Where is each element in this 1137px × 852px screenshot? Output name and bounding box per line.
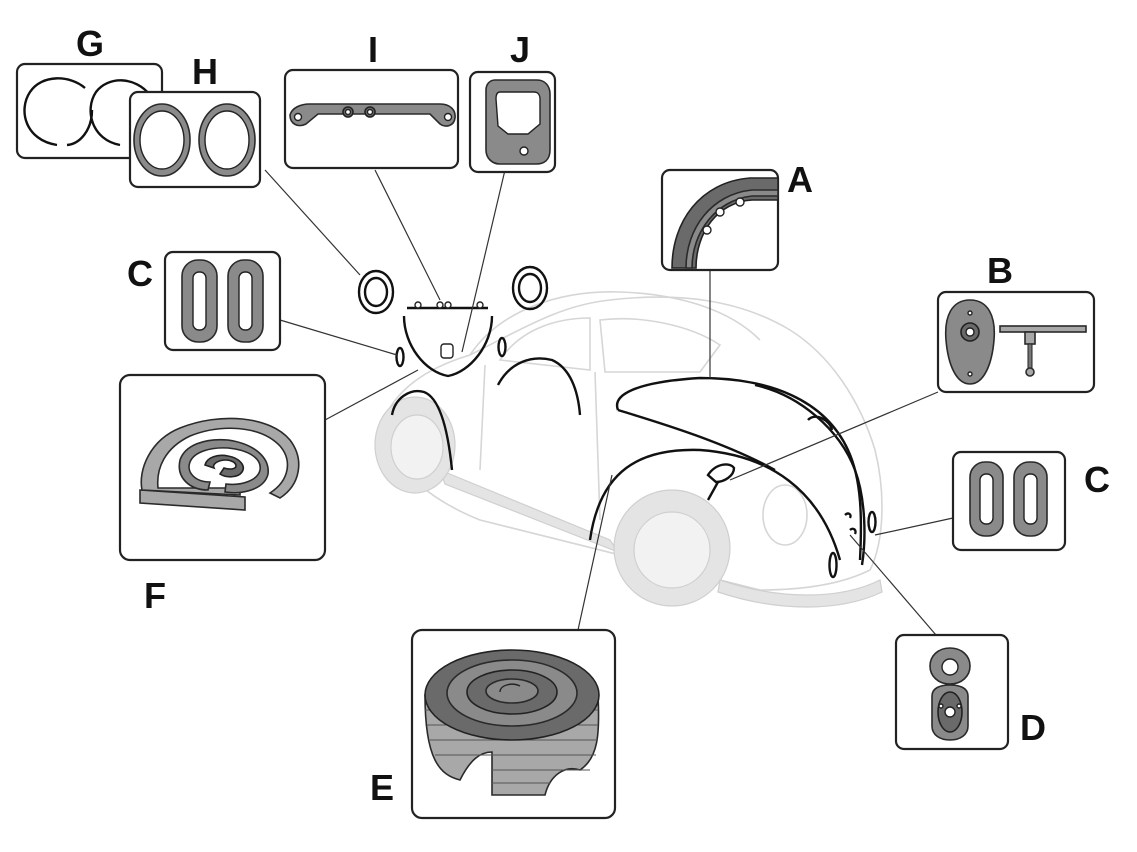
rear-fender-beading [390, 389, 454, 471]
leader-B [729, 391, 939, 481]
split-ring-G-left [23, 77, 86, 147]
license-strip-gasket [289, 103, 456, 127]
hood-seal [615, 376, 863, 561]
hood-handle-gasket [944, 299, 996, 385]
rear-bumper-bracket-seal-2 [497, 336, 507, 358]
label-I: I [368, 29, 378, 70]
leader-I [374, 169, 441, 301]
rear-fender-beading-2 [496, 357, 582, 416]
callout-E: E [370, 628, 617, 820]
leader-F [324, 369, 419, 421]
split-ring-G-right [89, 79, 151, 147]
label-B: B [987, 250, 1013, 291]
label-C-left: C [127, 253, 153, 294]
label-H: H [192, 51, 218, 92]
installed-seals [357, 265, 877, 579]
hood-seal-section [671, 177, 779, 269]
leader-lines [264, 169, 954, 636]
front-bumper-bracket-seal [867, 510, 877, 534]
callout-C-right: C [951, 450, 1110, 552]
rear-bumper-bracket-seal [395, 346, 405, 368]
leader-H [264, 169, 361, 276]
callout-F: F [118, 373, 327, 616]
leader-D [849, 534, 937, 636]
leader-J [461, 169, 506, 353]
coiled-beading-F [139, 417, 300, 511]
hood-seal-edge [754, 383, 866, 566]
callout-B: B [936, 250, 1096, 394]
rear-lens-seal-left [357, 269, 395, 315]
callout-J: J [468, 29, 557, 174]
car-front-bumper [717, 579, 883, 608]
hood-edge-curve [617, 408, 776, 472]
hood-handle-part [999, 325, 1087, 377]
rear-lens-seal-right [511, 265, 549, 311]
horn-grille-seal [828, 551, 838, 579]
car-outline [374, 291, 883, 608]
callout-I: I [283, 29, 460, 170]
coiled-beading-E [424, 649, 600, 796]
rear-apron-outline [402, 315, 494, 378]
car-roof-line [469, 291, 761, 356]
front-fender-beading [588, 448, 842, 561]
car-body-outline [379, 296, 883, 591]
leader-C-left [279, 319, 398, 356]
label-C-right: C [1084, 459, 1110, 500]
callout-F-box [118, 373, 327, 562]
car-side-window [498, 317, 591, 371]
rear-lens-seal-left-inner [363, 276, 389, 308]
car-headlight [762, 484, 808, 546]
label-J: J [510, 29, 530, 70]
callout-I-box [283, 68, 460, 170]
callout-D: D [894, 633, 1046, 751]
leader-E [577, 474, 613, 631]
label-F: F [144, 575, 166, 616]
label-A: A [787, 159, 813, 200]
callout-G: G [15, 23, 164, 160]
label-E: E [370, 767, 394, 808]
leader-C-right [874, 517, 954, 536]
callout-A: A [660, 159, 813, 272]
car-rear-window [599, 317, 722, 373]
callout-C-left: C [127, 250, 282, 352]
hood-handle-seal [706, 463, 736, 484]
callout-H: H [128, 51, 262, 189]
label-G: G [76, 23, 104, 64]
rear-lens-seal-right-inner [517, 272, 543, 304]
label-D: D [1020, 707, 1046, 748]
license-plate-light-gasket [440, 343, 454, 359]
car-running-board [438, 468, 620, 554]
